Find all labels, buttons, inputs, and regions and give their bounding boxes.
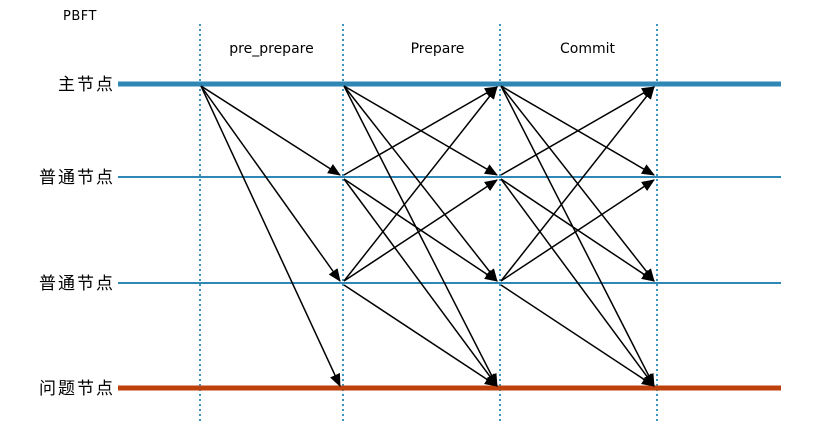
message-arrow-Commit-2-to-0 (500, 86, 655, 282)
message-arrow-Prepare-2-to-3 (343, 284, 498, 387)
node-label-primary: 主节点 (58, 75, 115, 95)
diagram-title: PBFT (63, 9, 97, 24)
message-arrow-Prepare-1-to-3 (343, 178, 498, 387)
phase-label-Prepare: Prepare (411, 41, 465, 57)
message-arrow-Prepare-2-to-0 (343, 86, 498, 282)
message-arrow-Commit-1-to-0 (500, 86, 655, 176)
node-label-faulty: 问题节点 (39, 379, 115, 399)
node-label-replica-2: 普通节点 (39, 274, 115, 294)
message-arrow-Prepare-2-to-1 (343, 179, 498, 282)
message-arrow-pre_prepare-0-to-2 (200, 85, 341, 282)
message-arrow-Commit-0-to-3 (500, 85, 655, 387)
phase-label-pre_prepare: pre_prepare (229, 41, 313, 57)
node-label-replica-1: 普通节点 (39, 168, 115, 188)
message-arrow-pre_prepare-0-to-1 (200, 85, 341, 176)
message-arrow-Commit-2-to-3 (500, 284, 655, 387)
message-arrow-Commit-1-to-3 (500, 178, 655, 387)
message-arrow-Prepare-1-to-0 (343, 86, 498, 176)
message-arrow-pre_prepare-0-to-3 (200, 85, 341, 387)
phase-label-Commit: Commit (560, 41, 616, 57)
message-arrow-Commit-2-to-1 (500, 179, 655, 282)
message-arrow-Prepare-0-to-3 (343, 85, 498, 387)
